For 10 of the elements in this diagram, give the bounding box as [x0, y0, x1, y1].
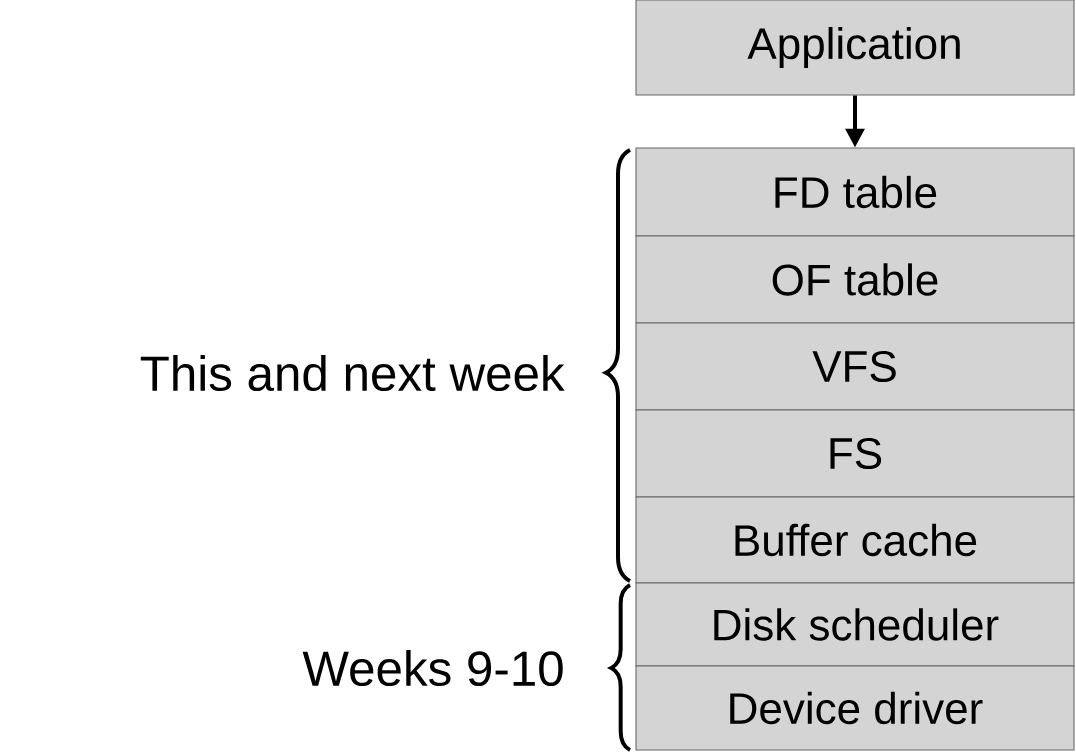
- bracket-label: This and next week: [140, 354, 565, 392]
- layer-box: Application: [635, 0, 1075, 96]
- layer-box: VFS: [635, 322, 1075, 411]
- layer-box: Disk scheduler: [635, 582, 1075, 667]
- layer-box: Buffer cache: [635, 496, 1075, 584]
- layer-box: Device driver: [635, 665, 1075, 751]
- layer-box: OF table: [635, 235, 1075, 324]
- bracket-label: Weeks 9-10: [302, 649, 563, 687]
- layer-box: FS: [635, 409, 1075, 498]
- layer-box: FD table: [635, 147, 1075, 237]
